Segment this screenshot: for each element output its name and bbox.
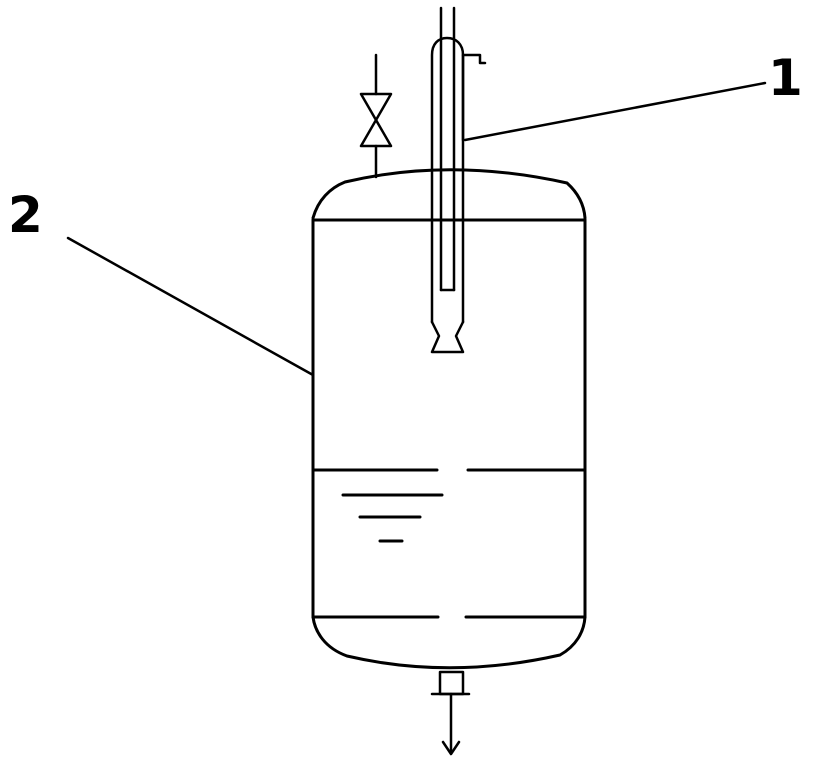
valve-symbol: [359, 92, 393, 148]
callout-1: 1: [768, 49, 803, 107]
vessel-bottom-head: [311, 615, 587, 670]
liquid-level-symbol: [341, 493, 444, 543]
leader-line-1: [463, 81, 767, 142]
bottom-outlet: [430, 670, 471, 756]
leader-line-2: [66, 236, 315, 377]
outlet-nozzle: [438, 670, 465, 696]
sleeve-outer: [430, 36, 465, 324]
vessel-top-head: [311, 168, 587, 220]
outlet-arrow-icon: [441, 740, 461, 756]
callout-2: 2: [8, 186, 43, 244]
dip-tube-assembly: [430, 6, 487, 354]
top-valve: [359, 53, 393, 179]
vessel: [311, 168, 587, 670]
side-port: [461, 53, 487, 65]
nozzle-head: [430, 320, 465, 354]
